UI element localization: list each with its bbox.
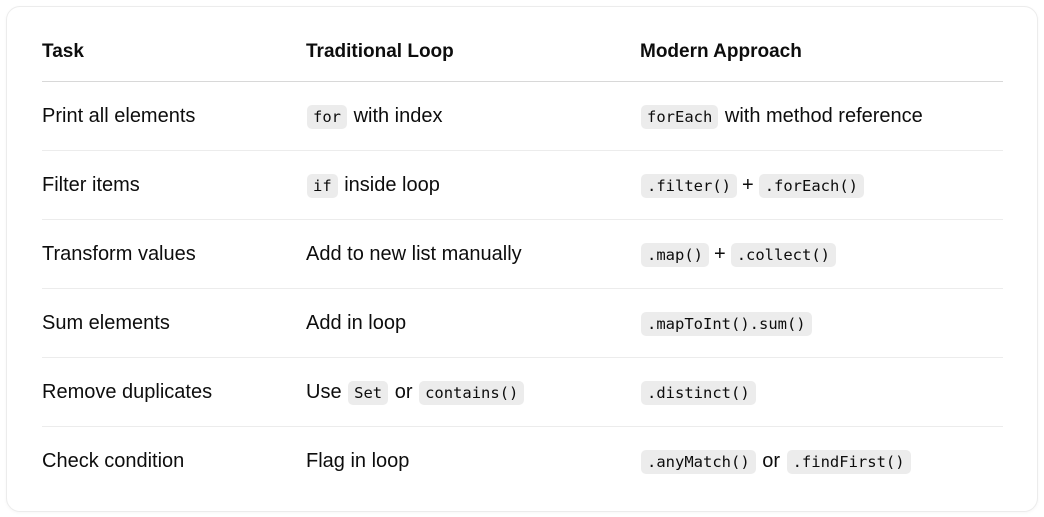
inline-code: .collect()	[730, 242, 837, 267]
inline-code: .map()	[641, 242, 709, 267]
inline-code: Set	[348, 380, 389, 405]
inline-code: for	[307, 104, 347, 129]
table-row: Filter items if inside loop .filter()+.f…	[42, 150, 1003, 220]
inline-code: .distinct()	[641, 380, 756, 405]
table-card: Task Traditional Loop Modern Approach Pr…	[6, 6, 1038, 512]
modern-cell: forEach with method reference	[640, 81, 1003, 151]
comparison-table: Task Traditional Loop Modern Approach Pr…	[42, 23, 1003, 495]
traditional-cell: Flag in loop	[306, 427, 640, 496]
inline-code: .mapToInt().sum()	[641, 311, 812, 336]
modern-cell: .map()+.collect()	[640, 219, 1003, 289]
cell-text: or	[394, 380, 413, 403]
inline-code: .anyMatch()	[641, 449, 756, 474]
task-cell: Transform values	[42, 219, 306, 289]
cell-text: with index	[353, 104, 443, 127]
inline-code: .findFirst()	[786, 449, 911, 474]
modern-cell: .mapToInt().sum()	[640, 288, 1003, 358]
task-cell: Sum elements	[42, 288, 306, 358]
table-row: Remove duplicates Use Set or contains() …	[42, 357, 1003, 427]
inline-code: contains()	[419, 380, 525, 405]
cell-text: or	[762, 449, 781, 472]
inline-code: if	[307, 173, 338, 198]
header-modern-approach: Modern Approach	[640, 23, 1003, 82]
table-header-row: Task Traditional Loop Modern Approach	[42, 23, 1003, 82]
table-row: Sum elements Add in loop .mapToInt().sum…	[42, 288, 1003, 358]
inline-code: .filter()	[641, 173, 737, 198]
cell-text: Add in loop	[306, 311, 407, 334]
traditional-cell: Use Set or contains()	[306, 357, 640, 427]
task-cell: Remove duplicates	[42, 357, 306, 427]
cell-text: inside loop	[344, 173, 440, 196]
inline-code: forEach	[641, 104, 719, 129]
plus-separator: +	[714, 242, 726, 265]
header-traditional-loop: Traditional Loop	[306, 23, 640, 82]
traditional-cell: Add to new list manually	[306, 219, 640, 289]
table-row: Print all elements for with index forEac…	[42, 81, 1003, 151]
traditional-cell: if inside loop	[306, 150, 640, 220]
task-cell: Filter items	[42, 150, 306, 220]
modern-cell: .distinct()	[640, 357, 1003, 427]
plus-separator: +	[742, 173, 754, 196]
cell-text: Add to new list manually	[306, 242, 522, 265]
table-row: Transform values Add to new list manuall…	[42, 219, 1003, 289]
table-row: Check condition Flag in loop .anyMatch()…	[42, 427, 1003, 496]
task-cell: Check condition	[42, 449, 185, 472]
cell-text: Use	[306, 380, 342, 403]
modern-cell: .anyMatch() or .findFirst()	[640, 427, 1003, 496]
task-cell: Print all elements	[42, 81, 306, 151]
traditional-cell: for with index	[306, 81, 640, 151]
header-task: Task	[42, 23, 306, 82]
cell-text: with method reference	[724, 104, 923, 127]
inline-code: .forEach()	[758, 173, 865, 198]
cell-text: Flag in loop	[306, 449, 410, 472]
traditional-cell: Add in loop	[306, 288, 640, 358]
modern-cell: .filter()+.forEach()	[640, 150, 1003, 220]
